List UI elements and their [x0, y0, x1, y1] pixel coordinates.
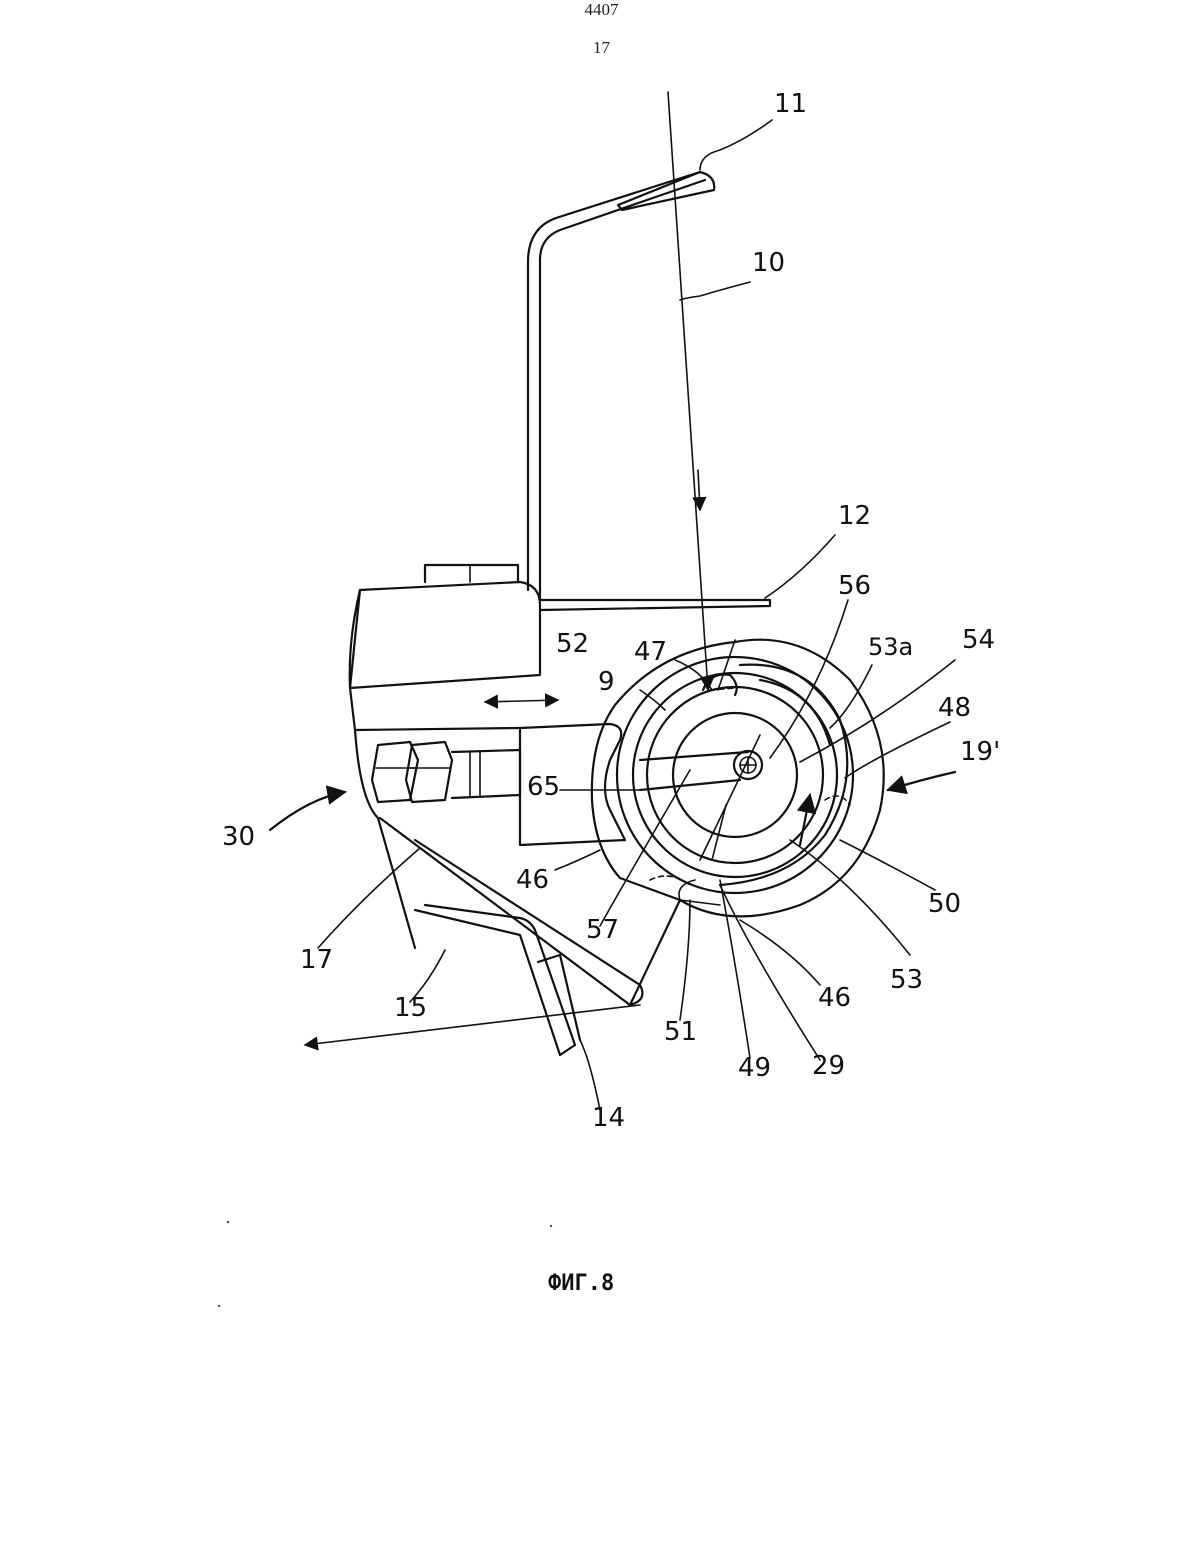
- label-46b: 46: [818, 983, 851, 1013]
- leader-lines: [318, 120, 955, 1110]
- thread-guide-bracket: [528, 172, 714, 600]
- label-52: 52: [556, 629, 589, 659]
- label-56: 56: [838, 571, 871, 601]
- pivot-assembly: [640, 640, 850, 905]
- label-47: 47: [634, 637, 667, 667]
- arrow-19p: [888, 772, 955, 790]
- nuts-bolt: [372, 742, 520, 802]
- label-57: 57: [586, 915, 619, 945]
- part-labels: 11 10 12 56 47 53a 54 52 9 48 19' 65 30 …: [222, 89, 1000, 1133]
- label-17: 17: [300, 945, 333, 975]
- plate-12: [540, 600, 770, 610]
- label-19p: 19': [960, 737, 1000, 767]
- label-11: 11: [774, 89, 807, 119]
- label-14: 14: [592, 1103, 625, 1133]
- label-53: 53: [890, 965, 923, 995]
- label-51: 51: [664, 1017, 697, 1047]
- label-30: 30: [222, 822, 255, 852]
- label-15: 15: [394, 993, 427, 1023]
- label-53a: 53a: [868, 633, 913, 661]
- label-49: 49: [738, 1053, 771, 1083]
- label-29: 29: [812, 1051, 845, 1081]
- label-54: 54: [962, 625, 995, 655]
- label-12: 12: [838, 501, 871, 531]
- side-frame: [350, 688, 520, 948]
- figure-caption: ФИГ.8: [548, 1271, 614, 1296]
- label-10: 10: [752, 248, 785, 278]
- output-thread-line: [305, 1005, 640, 1045]
- label-46a: 46: [516, 865, 549, 895]
- label-9: 9: [598, 667, 615, 697]
- arrow-30: [270, 792, 345, 830]
- housing-block: [350, 565, 540, 688]
- bobbin-disc: [592, 640, 884, 917]
- scan-specks: [218, 1221, 552, 1308]
- label-50: 50: [928, 889, 961, 919]
- label-65: 65: [527, 772, 560, 802]
- double-arrow-52: [485, 700, 558, 702]
- label-48: 48: [938, 693, 971, 723]
